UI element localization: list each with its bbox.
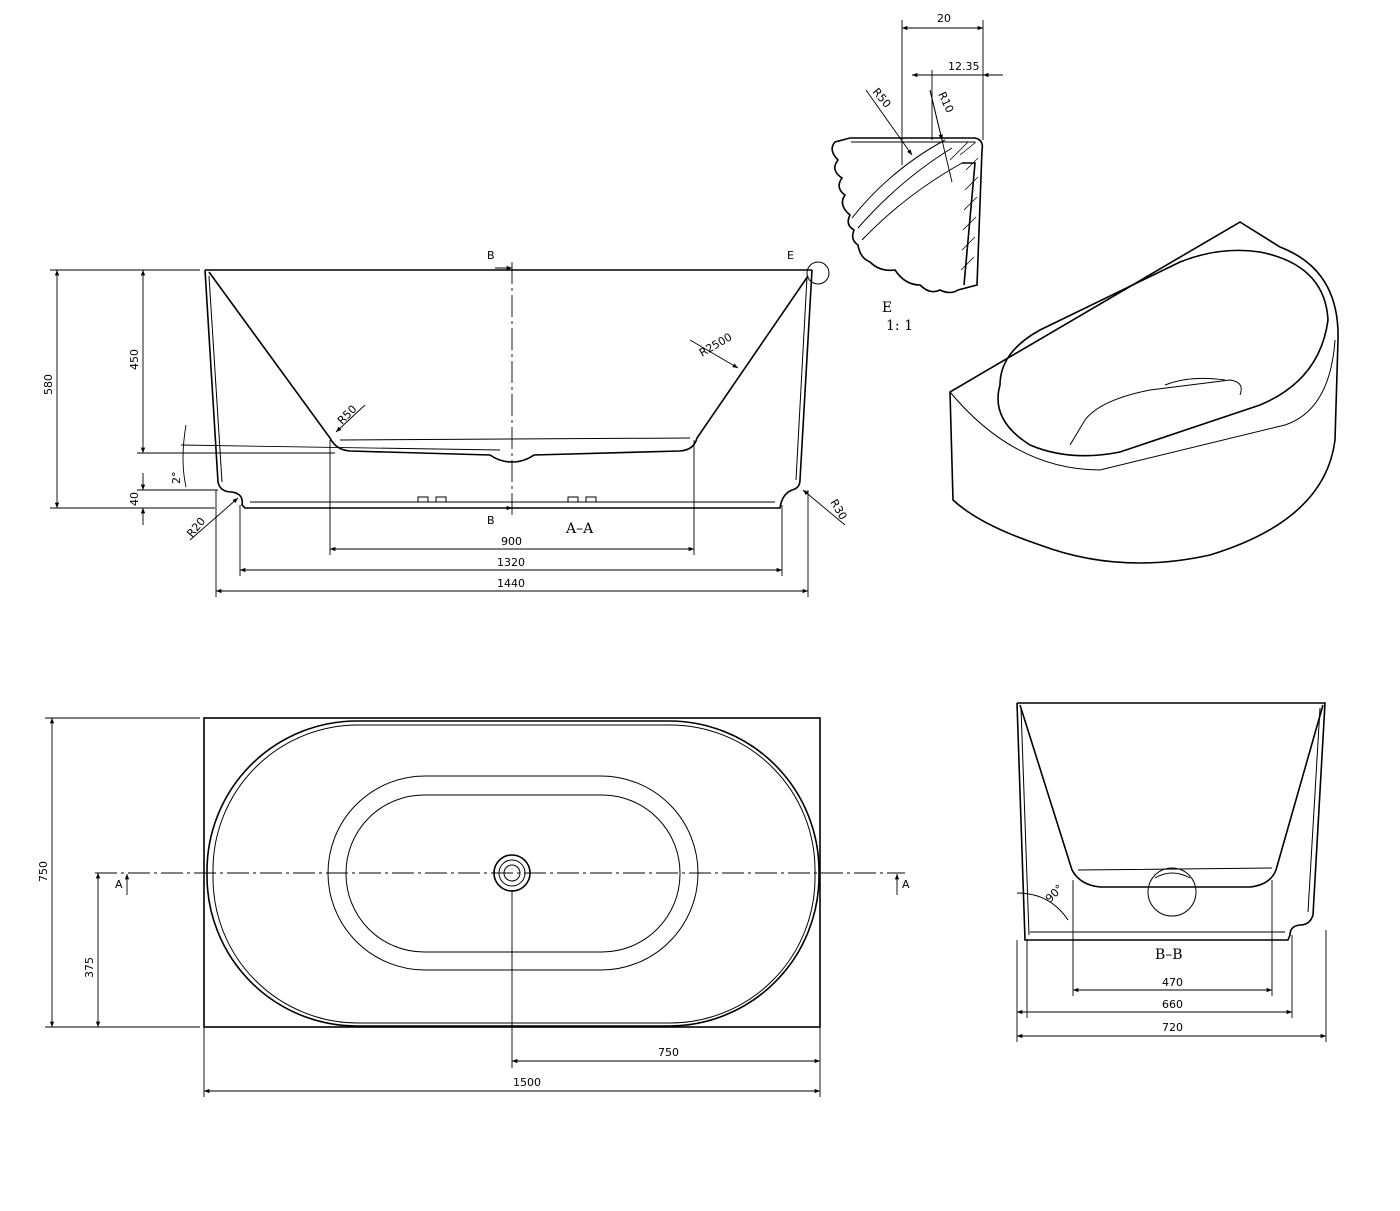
- dim-inner-depth: 450: [128, 349, 141, 370]
- tub-outer-profile: [204, 269, 813, 509]
- detail-e-circle: [806, 261, 830, 285]
- bb-inner-basin: [1019, 704, 1324, 888]
- radius-r30: R30: [827, 497, 849, 522]
- dim-plan-half-length: 750: [658, 1046, 679, 1059]
- plan-floor-oval: [345, 794, 681, 953]
- detail-break-outline: [831, 137, 984, 294]
- dim-base-width: 1320: [497, 556, 525, 569]
- dim-overall-length: 1440: [497, 577, 525, 590]
- iso-outer-shell: [949, 221, 1339, 564]
- section-b-b-title: B–B: [1155, 947, 1183, 963]
- dim-plan-half-width: 375: [83, 957, 96, 978]
- section-a-a-title: A–A: [565, 521, 594, 537]
- dim-plan-length: 1500: [513, 1076, 541, 1089]
- tub-basin-floor: [339, 437, 691, 441]
- tub-inner-basin: [208, 271, 809, 463]
- detail-dim-20: 20: [937, 12, 951, 25]
- tub-base-feet: [250, 496, 775, 503]
- dim-bb-overall-width: 720: [1162, 1021, 1183, 1034]
- isometric-view: [949, 221, 1339, 564]
- tub-outer-inner-line: [208, 275, 808, 483]
- detail-dim-12-35: 12.35: [948, 60, 980, 73]
- section-a-a-view: B B E A–A 580 450 40 2° 900 1320 1440 R5…: [42, 249, 849, 597]
- section-b-b-view: 90° B–B 470 660 720: [1016, 702, 1327, 1042]
- detail-circle-bb: [1147, 867, 1197, 917]
- dim-bb-base-width: 660: [1162, 998, 1183, 1011]
- detail-marker-e: E: [787, 249, 794, 262]
- dim-base-height: 40: [128, 492, 141, 506]
- section-marker-a-right: A: [902, 878, 910, 891]
- detail-e-view: 20 12.35 R50 R10 E 1: 1: [831, 12, 1003, 334]
- dim-bb-bottom-width: 470: [1162, 976, 1183, 989]
- wall-hatching: [949, 141, 979, 271]
- bb-outer-profile: [1016, 702, 1326, 941]
- radius-r50-bottom: R50: [335, 403, 359, 427]
- radius-r20: R20: [184, 515, 208, 540]
- iso-inner-rim: [997, 249, 1329, 457]
- cut-label-b-top: B: [487, 249, 495, 262]
- detail-e-title: E: [882, 300, 892, 316]
- cut-label-b-bottom: B: [487, 514, 495, 527]
- dim-overall-height: 580: [42, 374, 55, 395]
- plan-rim-oval: [206, 720, 820, 1027]
- detail-radius-r50: R50: [870, 86, 894, 111]
- dim-bottom-width: 900: [501, 535, 522, 548]
- plan-view: A A 750 375 750 1500: [37, 717, 910, 1097]
- angle-90-degrees: 90°: [1043, 882, 1066, 905]
- detail-radius-r10: R10: [935, 90, 956, 115]
- angle-2-degrees: 2°: [170, 472, 183, 485]
- dim-plan-width: 750: [37, 861, 50, 882]
- detail-e-scale: 1: 1: [886, 318, 913, 334]
- section-marker-a-left: A: [115, 878, 123, 891]
